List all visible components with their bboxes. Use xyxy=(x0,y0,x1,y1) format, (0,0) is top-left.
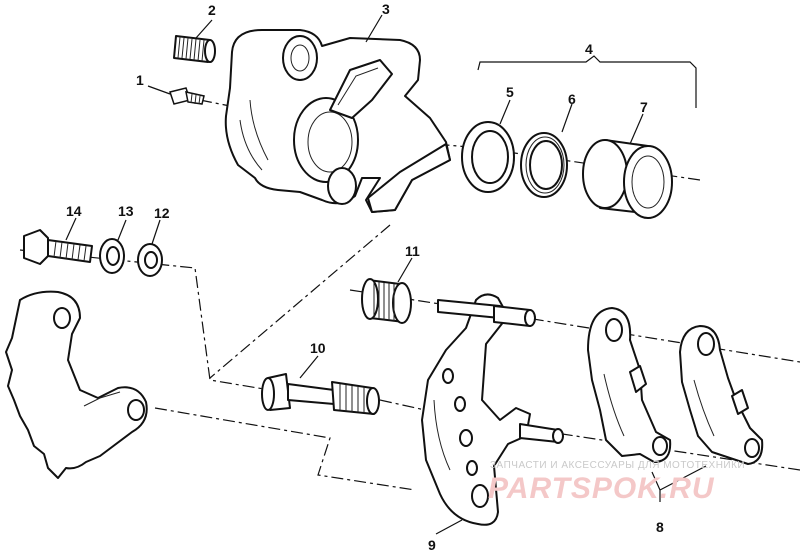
watermark-logo-text: PARTSPOK.RU xyxy=(488,472,715,505)
brake-pad-inner xyxy=(587,307,672,463)
guide-pin xyxy=(261,373,380,415)
callout-11: 11 xyxy=(405,243,420,259)
callout-7: 7 xyxy=(640,99,648,115)
piston xyxy=(582,139,673,219)
callout-8: 8 xyxy=(656,519,664,535)
bleed-fitting xyxy=(169,87,205,105)
brake-pad-outer xyxy=(679,325,764,465)
caliper-body xyxy=(224,29,451,213)
leader-lines xyxy=(65,14,707,535)
flat-washer xyxy=(137,243,163,277)
callout-3: 3 xyxy=(382,1,390,17)
callout-13: 13 xyxy=(118,203,134,219)
callout-14: 14 xyxy=(66,203,82,219)
callout-9: 9 xyxy=(428,537,436,553)
threaded-bushing xyxy=(361,278,412,324)
dust-seal xyxy=(520,132,568,198)
watermark-tagline: ЗАПЧАСТИ И АКСЕССУАРЫ ДЛЯ МОТОТЕХНИКИ xyxy=(490,460,745,471)
piston-seal xyxy=(461,121,515,193)
callout-1: 1 xyxy=(136,72,144,88)
callout-4: 4 xyxy=(585,41,593,57)
bleeder-screw xyxy=(173,35,216,63)
callout-labels: 1 2 3 4 5 6 7 8 9 10 11 12 13 14 xyxy=(66,1,664,553)
callout-6: 6 xyxy=(568,91,576,107)
callout-2: 2 xyxy=(208,2,216,18)
callout-12: 12 xyxy=(154,205,170,221)
mounting-bolt xyxy=(23,229,93,265)
caliper-bracket xyxy=(421,293,564,526)
watermark: ЗАПЧАСТИ И АКСЕССУАРЫ ДЛЯ МОТОТЕХНИКИ PA… xyxy=(488,460,745,505)
callout-10: 10 xyxy=(310,340,326,356)
lock-washer xyxy=(99,238,125,274)
mounting-bracket xyxy=(5,290,148,479)
callout-5: 5 xyxy=(506,84,514,100)
